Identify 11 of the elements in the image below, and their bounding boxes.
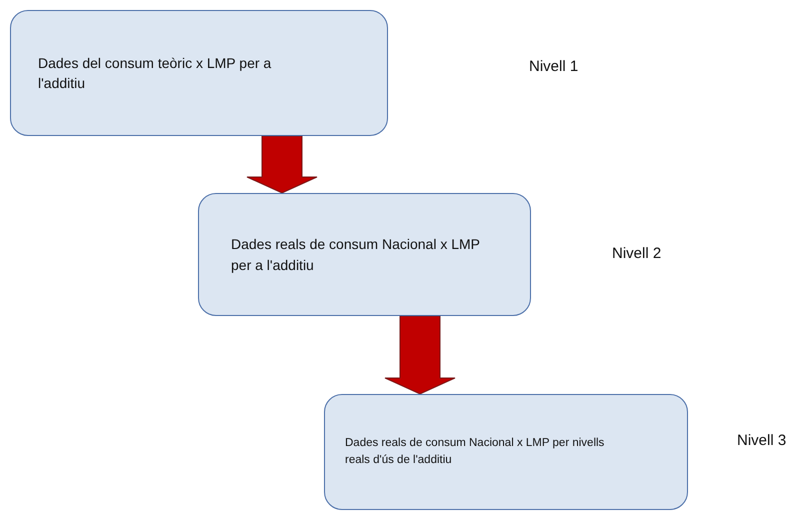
process-box: [198, 193, 531, 316]
box-text: Dades del consum teòric x LMP per a l'additiu: [38, 54, 272, 93]
block-arrow: [384, 316, 456, 395]
box-text: Dades reals de consum Nacional x LMP per a l'additiu: [231, 235, 481, 275]
level-label: Nivell 1: [529, 58, 578, 75]
level-label: Nivell 2: [612, 245, 662, 262]
process-box: [324, 394, 688, 510]
box-text: Dades reals de consum Nacional x LMP per nivells reals d'ús de l'additiu: [345, 436, 606, 468]
level-label: Nivell 3: [737, 432, 786, 449]
block-arrow: [246, 136, 318, 194]
process-box: [10, 10, 388, 136]
